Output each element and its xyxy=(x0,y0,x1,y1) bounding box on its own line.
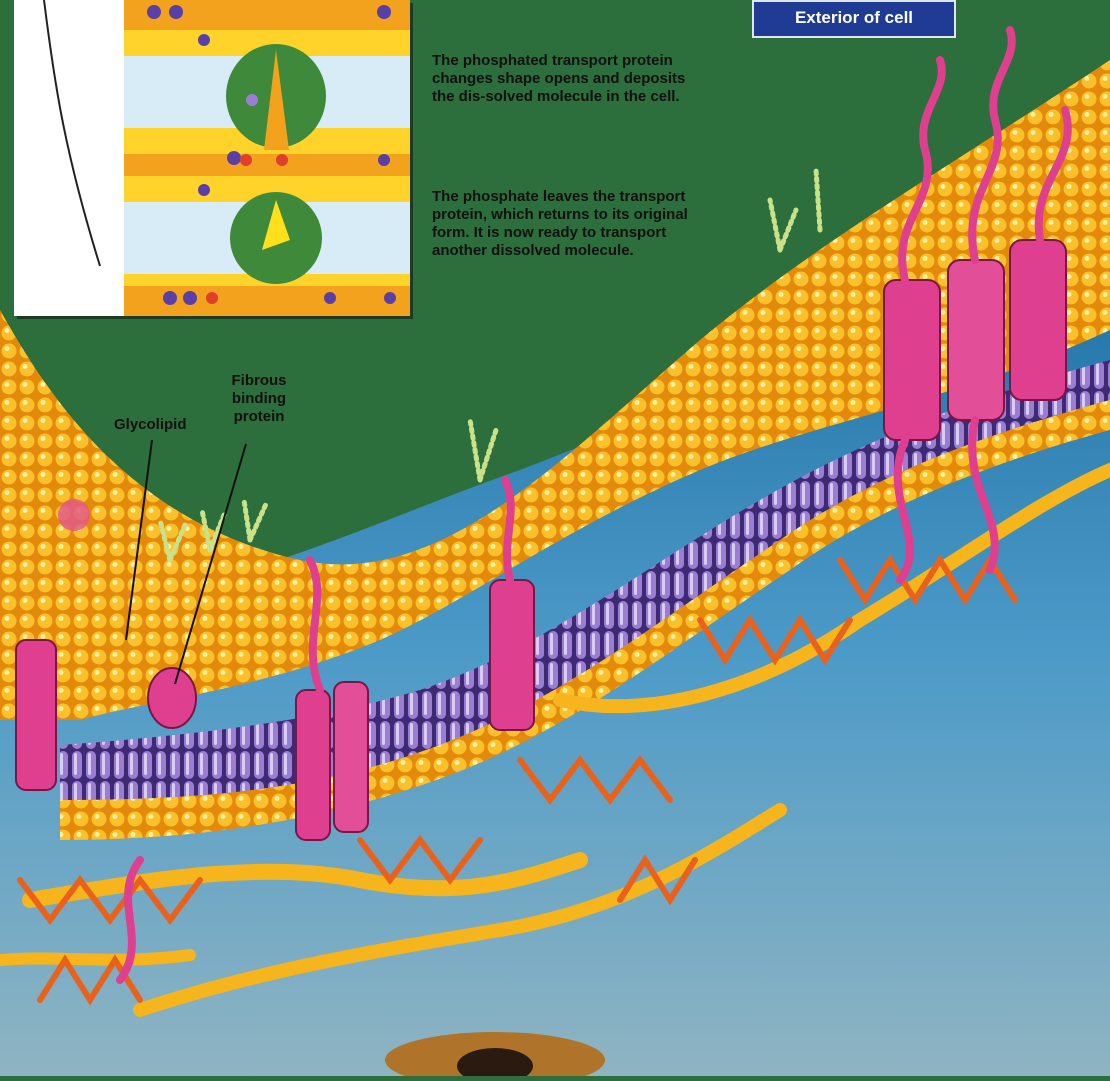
fibrous-binding-protein-label: Fibrous binding protein xyxy=(222,372,296,426)
exterior-of-cell-badge: Exterior of cell xyxy=(752,0,956,38)
inset-curve xyxy=(44,0,100,266)
inset-canvas xyxy=(14,0,410,316)
fibrous-binding-protein-blob xyxy=(148,668,196,728)
glycolipid-label: Glycolipid xyxy=(114,416,187,434)
transport-protein-inset xyxy=(14,0,410,316)
phosphate-leaves-note: The phosphate leaves the transport prote… xyxy=(432,188,712,260)
shape-change-note: The phosphated transport protein changes… xyxy=(432,52,712,106)
extracellular-particle xyxy=(58,499,90,531)
